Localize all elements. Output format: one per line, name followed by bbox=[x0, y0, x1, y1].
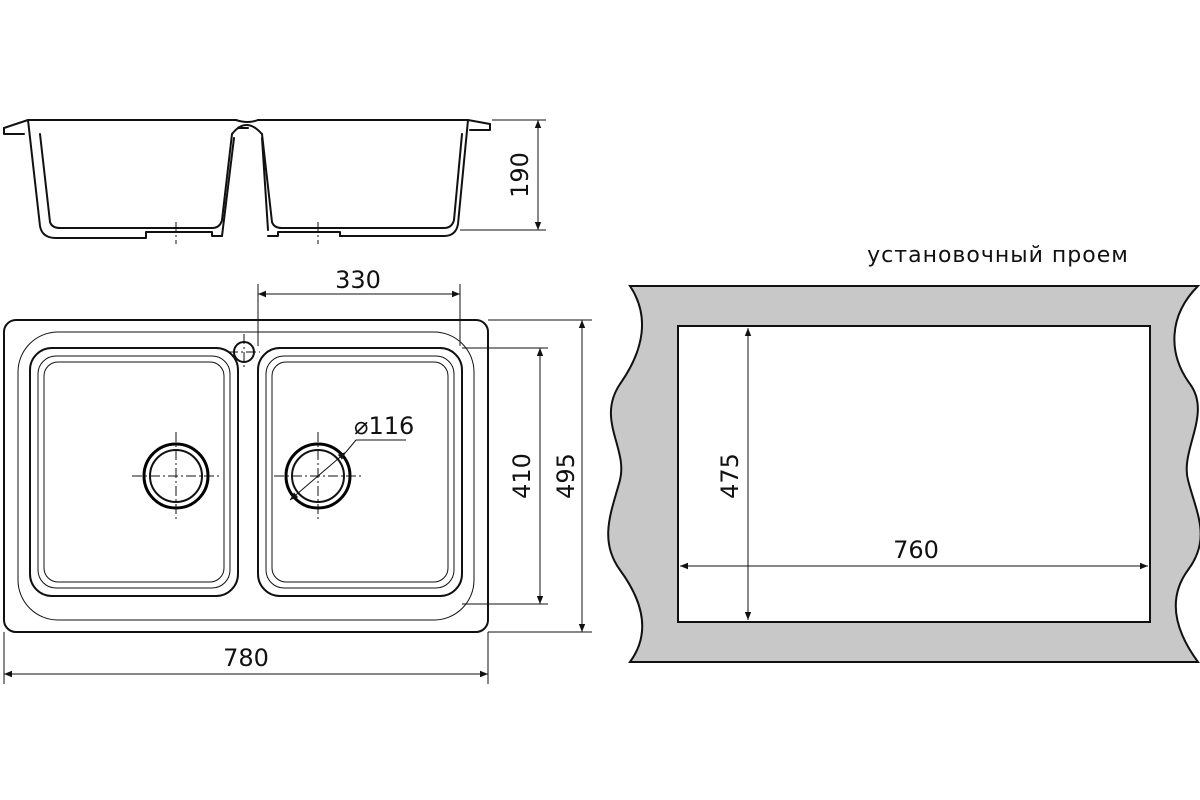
cutout-depth-label: 475 bbox=[716, 453, 744, 499]
cutout-view: установочный проем 475 760 bbox=[607, 243, 1200, 663]
overall-depth-label: 495 bbox=[552, 453, 580, 499]
sink-top-view: ⌀116 330 410 495 780 bbox=[3, 266, 592, 684]
cutout-width-label: 760 bbox=[893, 536, 939, 564]
countertop-wall bbox=[607, 285, 1200, 663]
depth-dimension-label: 190 bbox=[506, 152, 534, 198]
bowl-spacing-label: 330 bbox=[335, 266, 381, 294]
sink-side-section: 190 bbox=[3, 119, 546, 244]
drain-diameter-label: ⌀116 bbox=[354, 412, 414, 440]
bowl-depth-label: 410 bbox=[508, 453, 536, 499]
overall-width-label: 780 bbox=[223, 644, 269, 672]
cutout-caption: установочный проем bbox=[867, 243, 1129, 268]
